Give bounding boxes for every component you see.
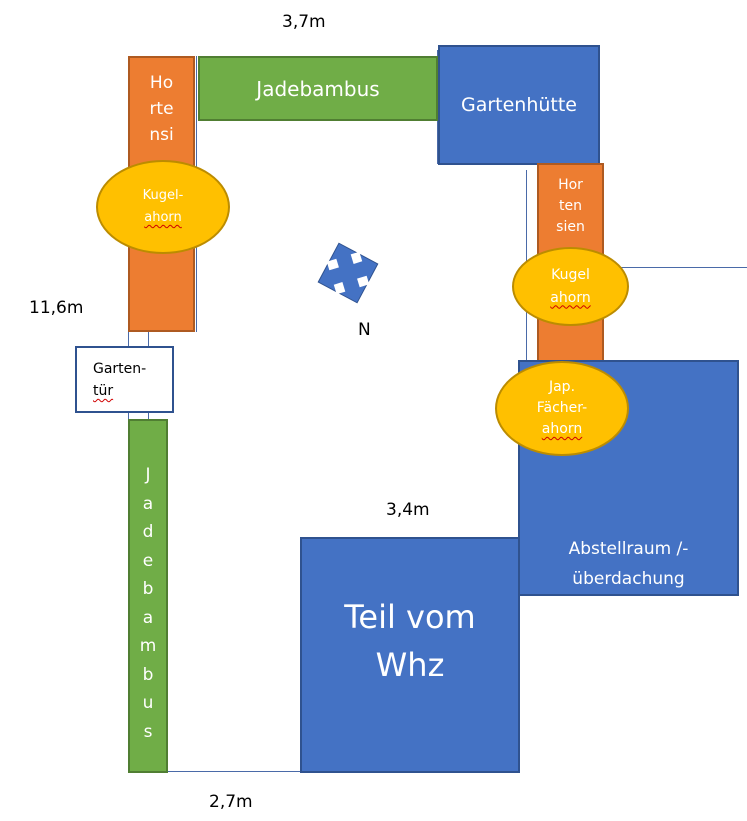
- kugelahorn-right-line-2: ahorn: [550, 289, 591, 306]
- kugelahorn-left-line-1: Kugel-: [142, 188, 184, 203]
- gartentuer-line-2: tür: [93, 383, 114, 399]
- jadebambus-left-char: s: [143, 721, 153, 742]
- abstellraum-line-1: Abstellraum /-: [568, 539, 689, 559]
- kugelahorn-right[interactable]: Kugel ahorn: [512, 247, 629, 326]
- jadebambus-left-char: b: [142, 664, 154, 685]
- jadebambus-left[interactable]: J a d e b a m b u s: [128, 419, 168, 773]
- wohnhaus-part[interactable]: Teil vom Whz: [300, 537, 520, 773]
- fence-line-right-horizontal: [620, 267, 747, 268]
- faecherahorn-line-3: ahorn: [541, 421, 583, 437]
- fence-line-bottom: [166, 771, 302, 772]
- compass-rose-icon: [317, 242, 379, 304]
- gartenhuette-label: Gartenhütte: [460, 94, 578, 116]
- jadebambus-top-label: Jadebambus: [256, 76, 380, 101]
- jadebambus-top[interactable]: Jadebambus: [198, 56, 438, 121]
- jadebambus-left-char: a: [142, 493, 154, 514]
- jadebambus-left-char: a: [142, 607, 154, 628]
- hortensien-right-line-1: Hor: [558, 177, 583, 193]
- faecherahorn[interactable]: Jap. Fächer- ahorn: [495, 361, 629, 456]
- wohnhaus-line-2: Whz: [375, 646, 445, 684]
- jadebambus-left-char: m: [139, 636, 157, 656]
- kugelahorn-left-line-2: ahorn: [144, 210, 182, 225]
- gartenhuette[interactable]: Gartenhütte: [438, 45, 600, 165]
- hortensien-left-line-1: Ho: [149, 73, 174, 93]
- jadebambus-left-char: e: [142, 550, 154, 571]
- faecherahorn-line-2: Fächer-: [536, 400, 588, 416]
- jadebambus-left-char: J: [145, 465, 151, 485]
- measurement-bottom-width: 2,7m: [209, 792, 253, 812]
- wohnhaus-line-1: Teil vom: [344, 598, 476, 636]
- compass: [310, 240, 386, 306]
- jadebambus-left-char: d: [142, 522, 154, 542]
- jadebambus-left-char: u: [142, 693, 154, 713]
- hortensien-right-line-2: ten: [559, 198, 582, 214]
- hortensien-left-line-2: rte: [149, 99, 174, 119]
- compass-north-label: N: [358, 320, 371, 340]
- gartentuer-line-1: Garten-: [93, 361, 147, 377]
- gartentuer[interactable]: Garten- tür: [75, 346, 174, 413]
- hortensien-left-line-3: nsi: [149, 125, 174, 145]
- jadebambus-left-char: b: [142, 579, 154, 599]
- faecherahorn-line-1: Jap.: [548, 379, 576, 395]
- hortensien-right-line-3: sien: [556, 219, 585, 235]
- kugelahorn-right-line-1: Kugel: [551, 266, 590, 283]
- abstellraum-line-2: überdachung: [572, 569, 685, 589]
- measurement-top-width: 3,7m: [282, 12, 326, 32]
- measurement-left-length: 11,6m: [29, 298, 84, 318]
- kugelahorn-left[interactable]: Kugel- ahorn: [96, 160, 230, 254]
- measurement-middle-width: 3,4m: [386, 500, 430, 520]
